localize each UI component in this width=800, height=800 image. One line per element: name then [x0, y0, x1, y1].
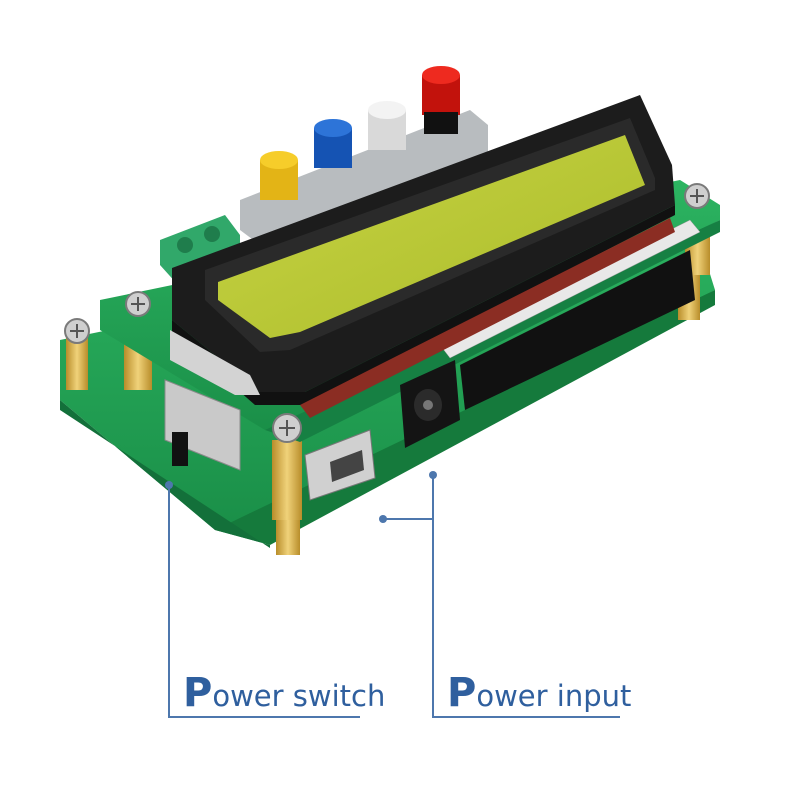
slide-switch-icon — [164, 330, 260, 471]
power-switch-label-rest: ower switch — [212, 679, 386, 713]
callout-power-input — [379, 471, 620, 718]
yellow-button — [260, 151, 298, 200]
power-input-label-cap: P — [447, 670, 477, 716]
push-buttons — [240, 66, 488, 245]
button-bases — [240, 110, 488, 245]
mini-usb-port-icon — [304, 429, 376, 501]
dc-barrel-jack-icon — [400, 360, 460, 448]
power-input-label-rest: ower input — [476, 679, 632, 713]
red-button — [422, 66, 460, 134]
white-button — [368, 101, 406, 150]
screws — [64, 183, 710, 443]
lcd-display — [172, 95, 675, 418]
power-input-label: Power input — [447, 670, 631, 716]
callout-power-switch — [165, 481, 360, 718]
power-switch-label: Power switch — [183, 670, 385, 716]
blue-button — [314, 119, 352, 168]
power-switch-label-cap: P — [183, 670, 213, 716]
